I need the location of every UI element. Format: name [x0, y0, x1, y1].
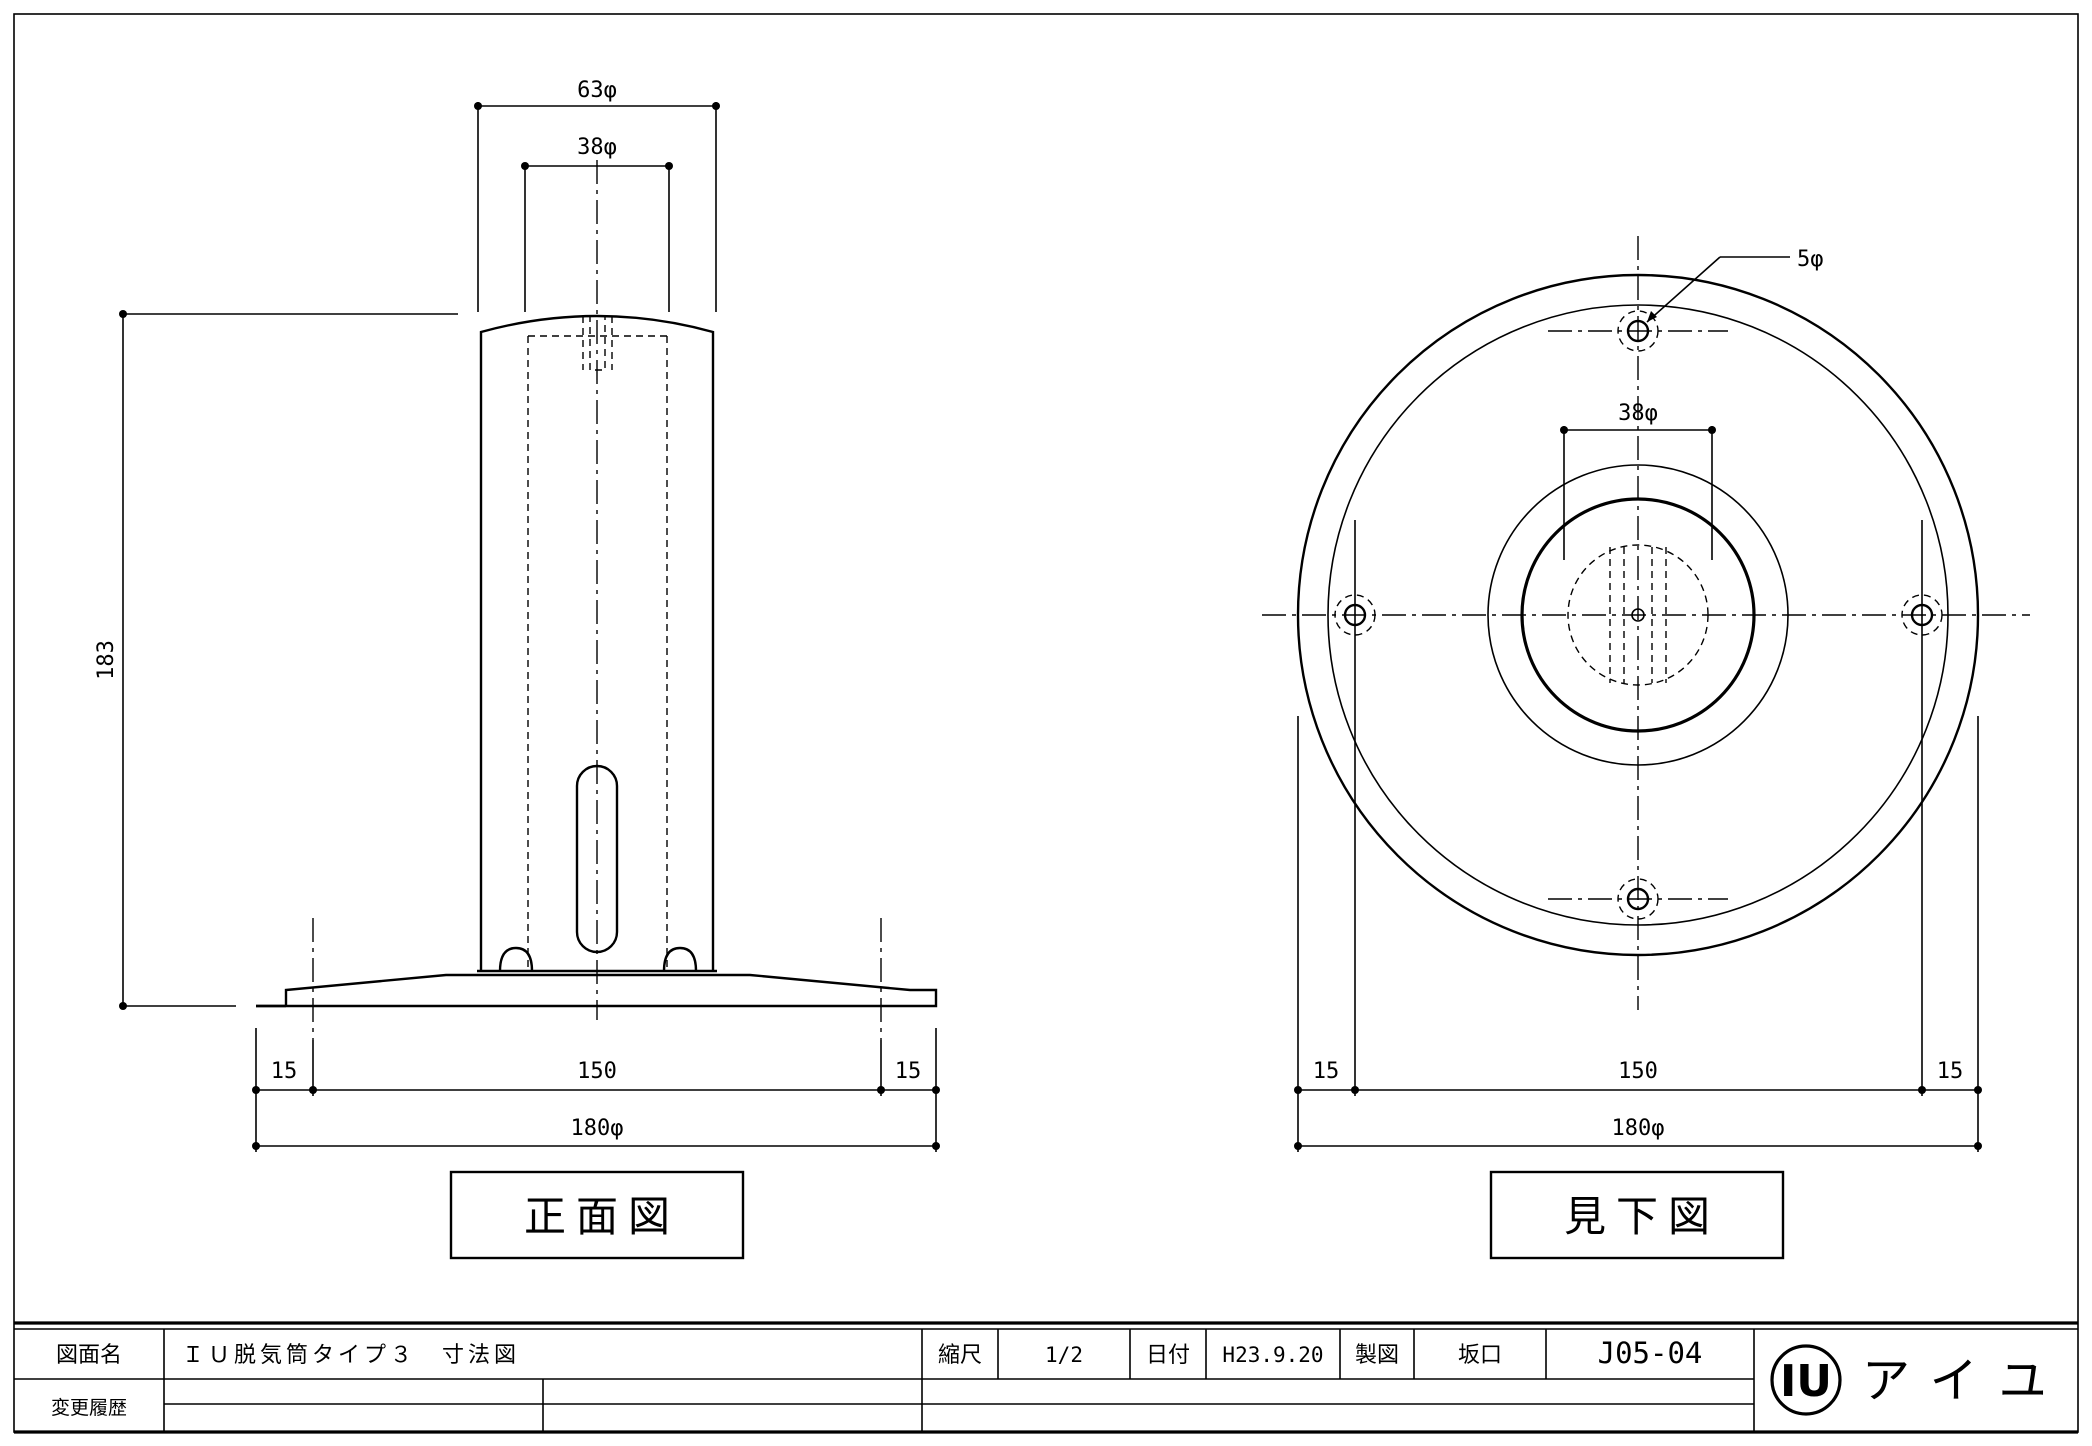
dim-bottom-inner-dia: 38φ [1618, 401, 1658, 426]
drafter-label: 製図 [1355, 1343, 1399, 1368]
drawing-name-label: 図面名 [56, 1343, 122, 1368]
scale-value: 1/2 [1045, 1343, 1083, 1367]
dim-height: 183 [94, 640, 119, 680]
mount-hole-top [1617, 310, 1659, 352]
company-logo-text: IU [1780, 1356, 1832, 1407]
dim-left-margin: 15 [271, 1059, 298, 1084]
vent-slot [575, 764, 619, 954]
dim-inner-dia: 38φ [577, 135, 617, 160]
drafter-value: 坂口 [1458, 1343, 1502, 1368]
notch-left [498, 946, 534, 972]
company-logo-mark [1770, 1344, 1842, 1416]
base-plate [256, 973, 938, 1008]
dim-bottom-right-margin: 15 [1937, 1059, 1964, 1084]
base-outer-circle [1296, 273, 1980, 957]
title-block: 図面名 ＩＵ脱気筒タイプ３ 寸法図 縮尺 1/2 日付 H23.9.20 製図 … [14, 1321, 2078, 1434]
front-view-label: 正面図 [524, 1192, 680, 1241]
notch-right [662, 946, 698, 972]
bottom-view-label: 見下図 [1564, 1192, 1720, 1241]
dim-outer-dia: 63φ [577, 78, 617, 103]
sheet-border [13, 13, 2079, 1433]
dim-base-dia: 180φ [571, 1116, 624, 1141]
bottom-view-label-box [1489, 1170, 1785, 1260]
dim-bottom-hole-span: 150 [1618, 1059, 1658, 1084]
drawing-name: ＩＵ脱気筒タイプ３ 寸法図 [182, 1343, 520, 1368]
dim-hole-span: 150 [577, 1059, 617, 1084]
front-view-label-box [449, 1170, 745, 1260]
date-label: 日付 [1146, 1343, 1190, 1368]
revision-label: 変更履歴 [51, 1397, 127, 1419]
scale-label: 縮尺 [938, 1343, 982, 1368]
dim-bottom-left-margin: 15 [1313, 1059, 1340, 1084]
dim-hole-dia: 5φ [1797, 247, 1824, 272]
dim-bottom-base-dia: 180φ [1612, 1116, 1665, 1141]
company-name: アイユ [1862, 1353, 2069, 1409]
date-value: H23.9.20 [1222, 1343, 1323, 1367]
front-view: 63φ 38φ 183 15 150 15 180φ 正面図 [94, 78, 940, 1260]
mount-hole-bottom [1617, 878, 1659, 920]
dim-right-margin: 15 [895, 1059, 922, 1084]
drawing-number: J05-04 [1598, 1336, 1703, 1370]
bottom-view: 5φ 38φ 15 150 15 180φ 見下図 [1262, 236, 2030, 1260]
